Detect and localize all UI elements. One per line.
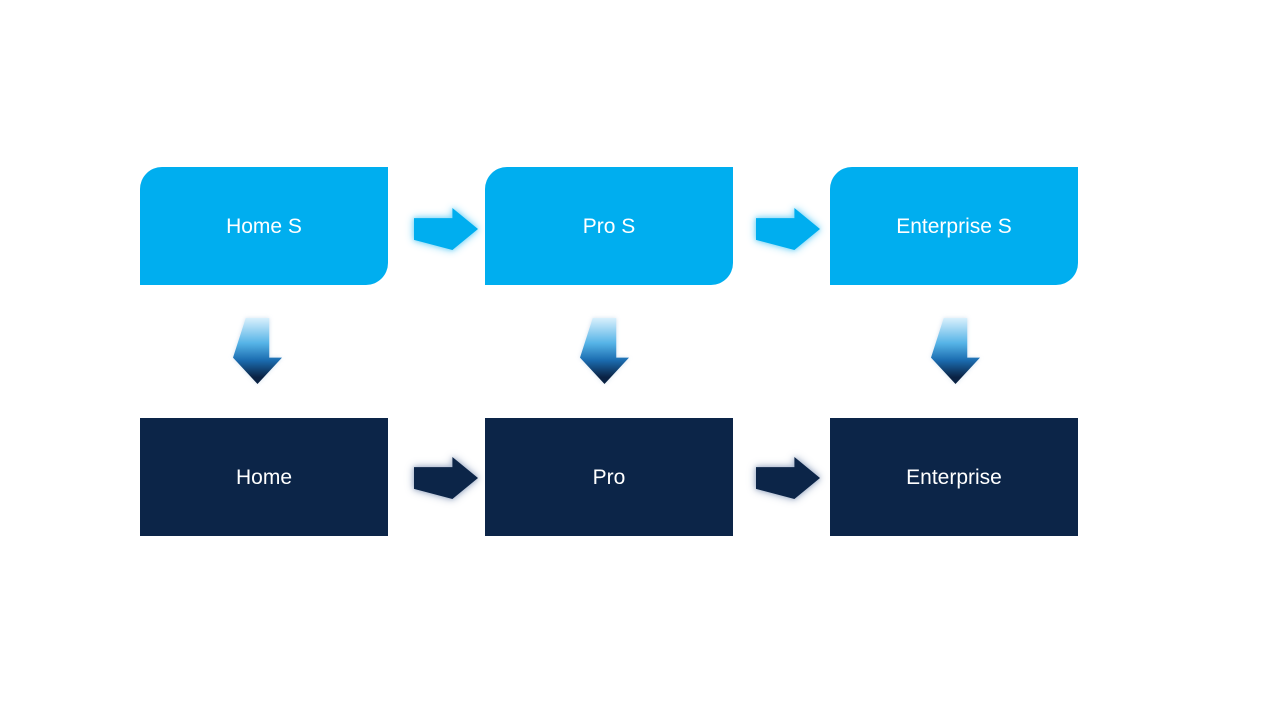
down-arrow-icon [931, 318, 980, 384]
arrow-pro-to-enterprise [756, 457, 820, 499]
node-label: Enterprise S [896, 214, 1012, 238]
node-label: Enterprise [906, 465, 1002, 489]
node-pro-s: Pro S [485, 167, 733, 285]
node-label: Pro [592, 465, 626, 489]
right-arrow-icon [756, 457, 820, 499]
arrow-home-s-to-home [233, 318, 282, 384]
node-enterprise: Enterprise [830, 418, 1078, 536]
node-pro: Pro [485, 418, 733, 536]
down-arrow-icon [233, 318, 282, 384]
arrow-pro-s-to-pro [580, 318, 629, 384]
down-arrow-icon [580, 318, 629, 384]
right-arrow-icon [414, 457, 478, 499]
arrow-home-to-pro [414, 457, 478, 499]
node-home-s: Home S [140, 167, 388, 285]
node-label: Home S [226, 214, 302, 238]
right-arrow-icon [756, 208, 820, 250]
node-label: Pro S [582, 214, 636, 238]
arrow-enterprise-s-to-enterprise [931, 318, 980, 384]
right-arrow-icon [414, 208, 478, 250]
node-home: Home [140, 418, 388, 536]
arrow-pro-s-to-enterprise-s [756, 208, 820, 250]
node-enterprise-s: Enterprise S [830, 167, 1078, 285]
node-label: Home [235, 465, 293, 489]
arrow-home-s-to-pro-s [414, 208, 478, 250]
